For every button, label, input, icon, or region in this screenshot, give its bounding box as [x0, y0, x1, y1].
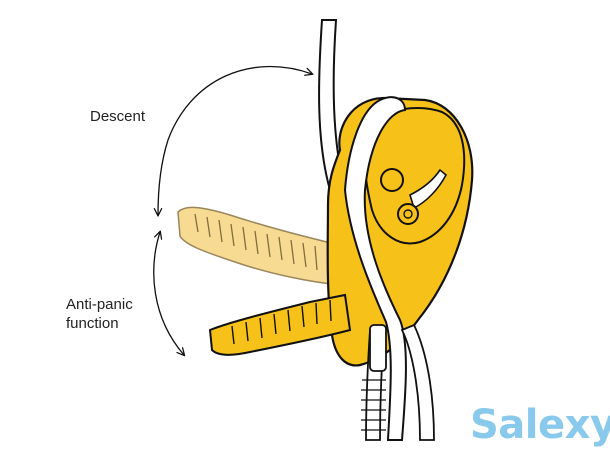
watermark-logo: Salexy	[470, 402, 610, 448]
rope-exit	[400, 323, 435, 441]
label-anti-panic-line2: function	[66, 315, 119, 332]
device-cam	[363, 107, 466, 245]
pivot-lower-inner	[403, 209, 413, 219]
handle-descent-teeth	[194, 213, 318, 271]
label-anti-panic: Anti-panic function	[66, 295, 133, 333]
label-descent: Descent	[90, 108, 146, 125]
pivot-upper	[380, 168, 404, 192]
handle-anti-panic-teeth	[231, 299, 332, 345]
rope-through-device	[343, 96, 407, 441]
carabiner-gate-coil	[361, 379, 386, 431]
curved-double-arrow-icon	[153, 65, 314, 217]
carabiner-clip	[369, 324, 387, 372]
label-anti-panic-line1: Anti-panic	[66, 296, 133, 313]
curved-double-arrow-icon	[153, 230, 186, 357]
device-cam-slot	[409, 168, 448, 210]
handle-descent-position	[177, 206, 341, 286]
pivot-lower	[397, 203, 419, 225]
handle-anti-panic-position	[208, 293, 352, 356]
